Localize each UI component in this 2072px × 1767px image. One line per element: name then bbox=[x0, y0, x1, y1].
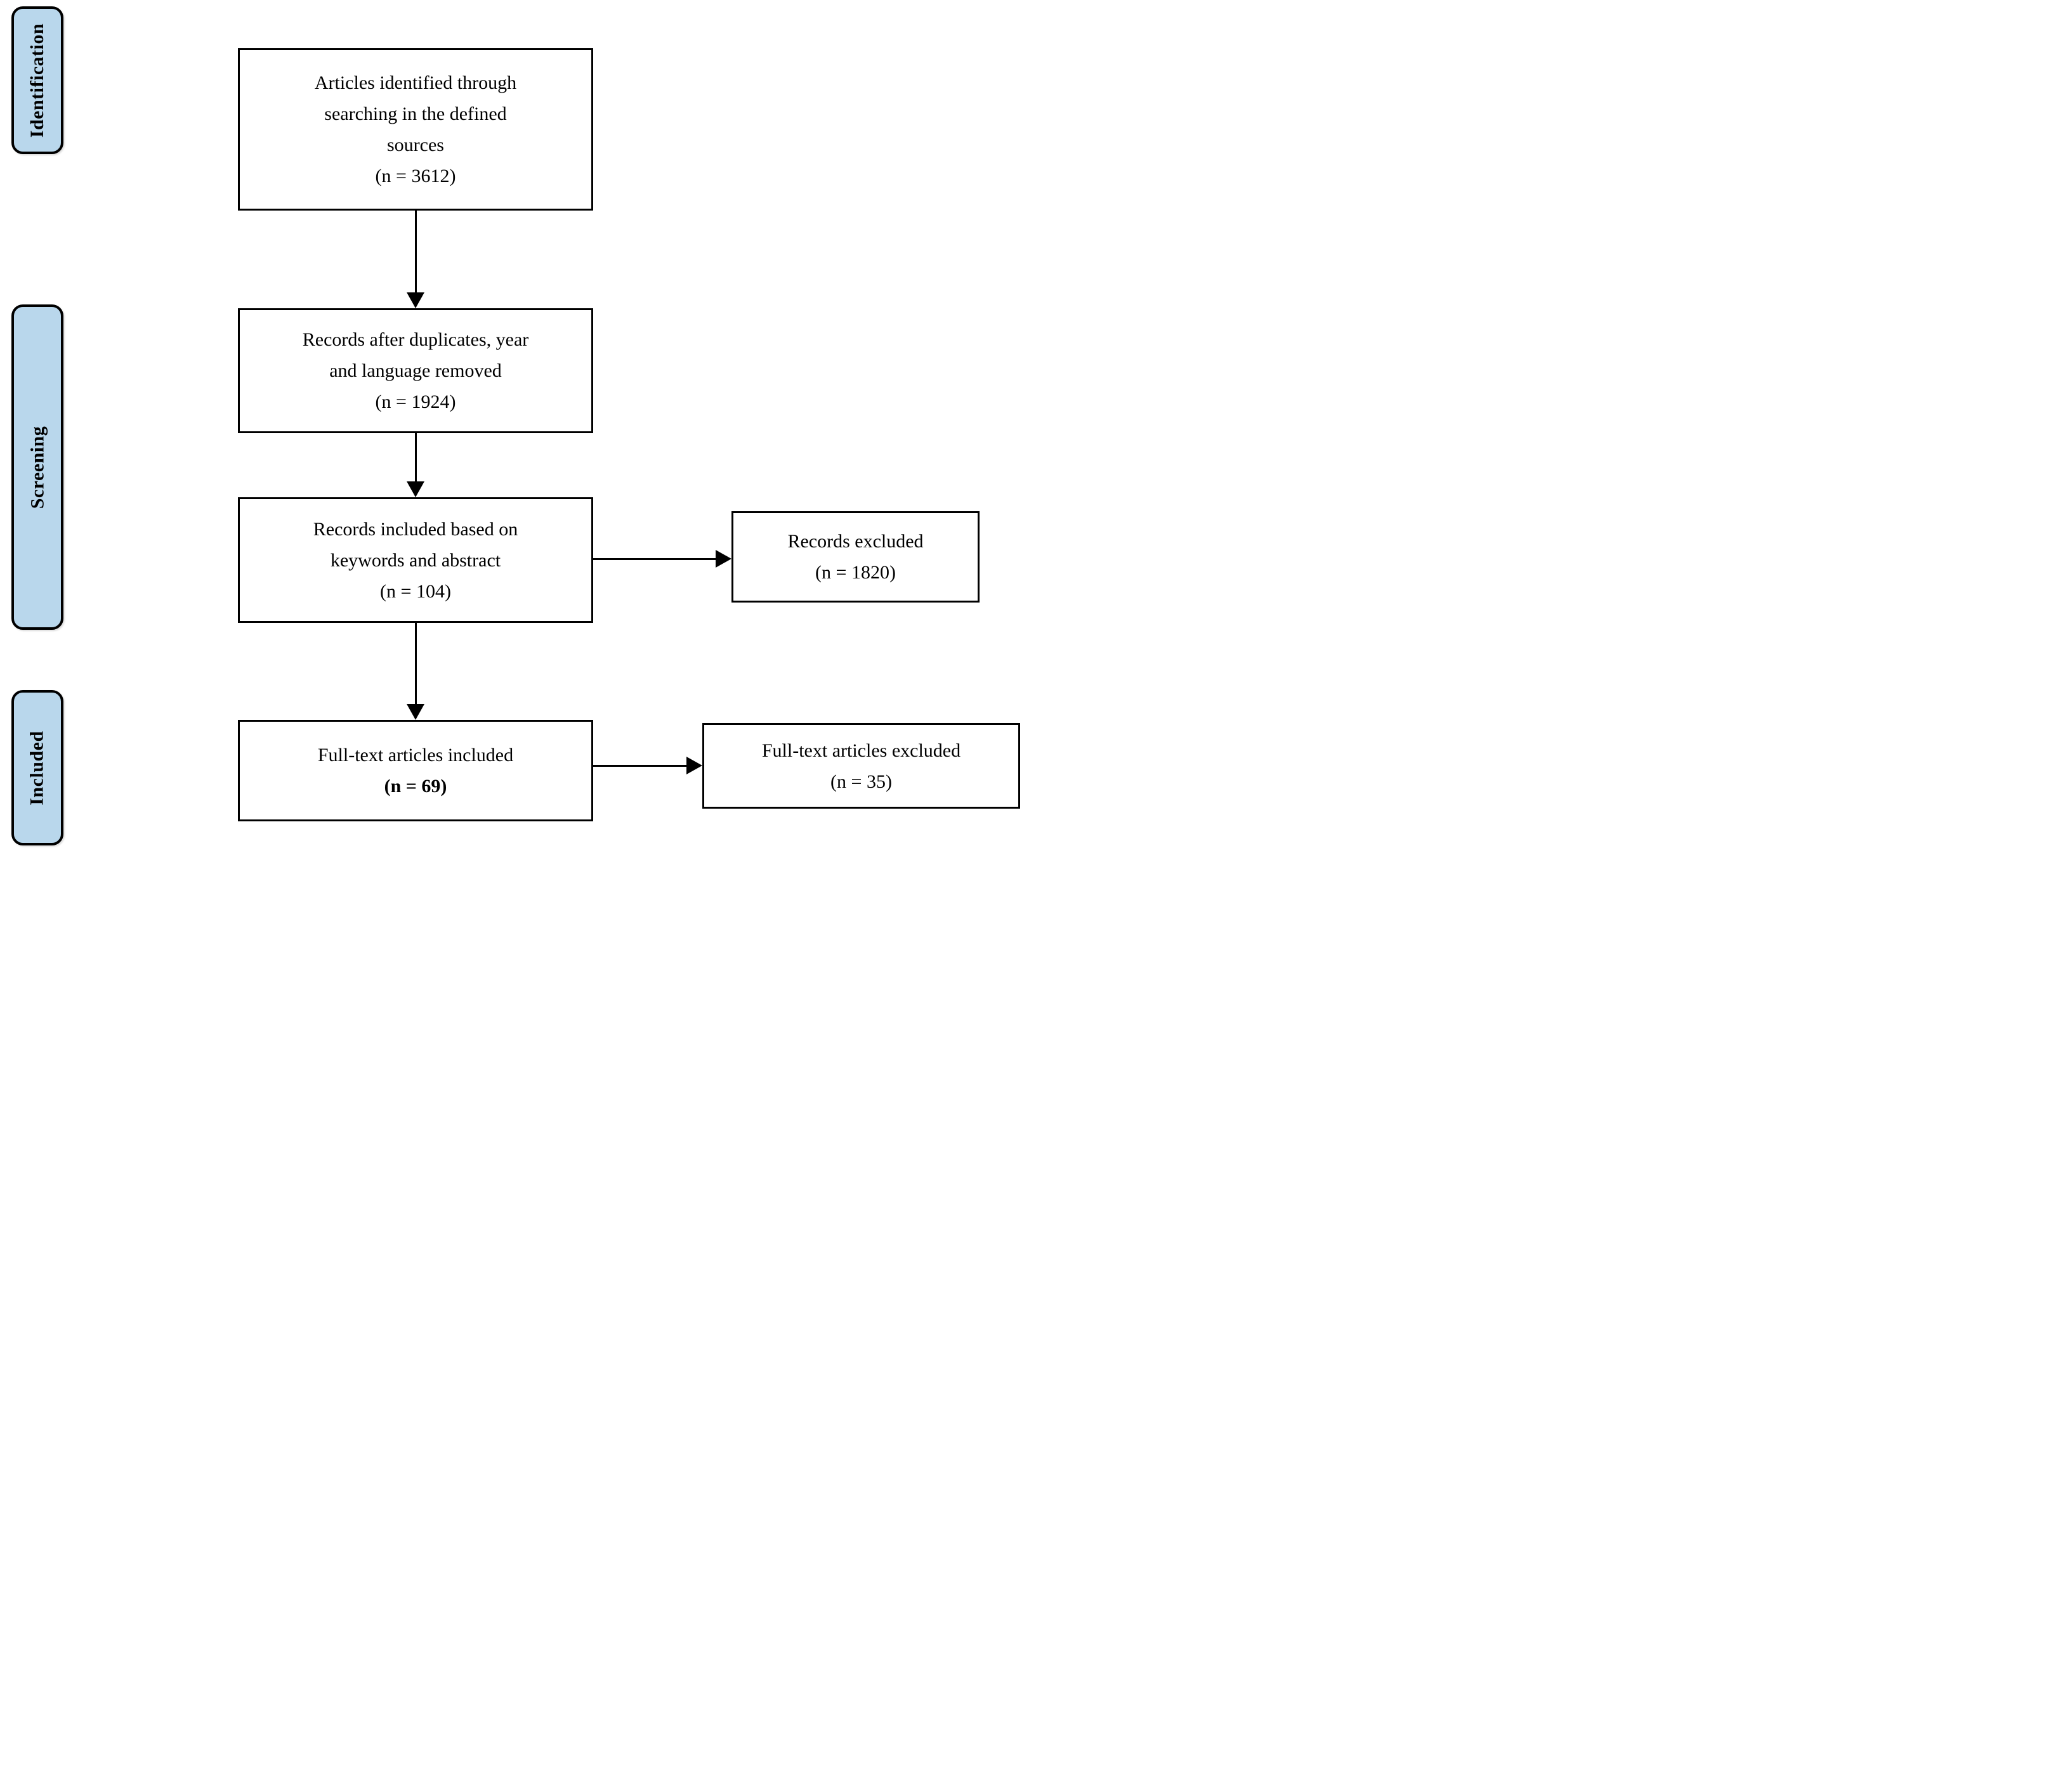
arrowhead-right-icon bbox=[686, 757, 702, 774]
flow-box-records-included-keywords-text: Records included based on keywords and a… bbox=[313, 518, 518, 571]
flow-box-records-after-duplicates-count: (n = 1924) bbox=[375, 391, 456, 412]
side-box-fulltext-excluded: Full-text articles excluded (n = 35) bbox=[702, 723, 1020, 809]
flow-box-records-after-duplicates: Records after duplicates, year and langu… bbox=[238, 308, 593, 433]
prisma-flow-diagram: Identification Screening Included Articl… bbox=[0, 0, 1036, 884]
arrowhead-right-icon bbox=[716, 550, 731, 568]
arrowhead-down-icon bbox=[407, 481, 424, 497]
arrow-line bbox=[415, 623, 417, 705]
side-box-fulltext-excluded-count: (n = 35) bbox=[830, 771, 892, 792]
side-box-fulltext-excluded-text: Full-text articles excluded bbox=[761, 740, 961, 761]
flow-box-records-included-keywords: Records included based on keywords and a… bbox=[238, 497, 593, 623]
flow-box-records-after-duplicates-text: Records after duplicates, year and langu… bbox=[302, 329, 529, 381]
side-box-records-excluded: Records excluded (n = 1820) bbox=[731, 511, 980, 603]
arrowhead-down-icon bbox=[407, 704, 424, 720]
flow-box-records-included-keywords-count: (n = 104) bbox=[380, 580, 451, 602]
flow-box-fulltext-included-count: (n = 69) bbox=[384, 776, 447, 797]
arrowhead-down-icon bbox=[407, 292, 424, 308]
arrow-line bbox=[415, 211, 417, 293]
arrow-line bbox=[415, 433, 417, 482]
stage-label-screening: Screening bbox=[27, 426, 48, 509]
side-box-records-excluded-text: Records excluded bbox=[787, 531, 924, 552]
flow-box-articles-identified-text: Articles identified through searching in… bbox=[314, 72, 517, 155]
side-box-records-excluded-count: (n = 1820) bbox=[815, 562, 896, 583]
stage-label-included: Included bbox=[27, 730, 48, 805]
arrow-line bbox=[593, 765, 687, 767]
flow-box-fulltext-included-text: Full-text articles included bbox=[317, 745, 514, 766]
flow-box-articles-identified-count: (n = 3612) bbox=[375, 166, 456, 186]
stage-label-identification: Identification bbox=[27, 23, 48, 138]
flow-box-fulltext-included: Full-text articles included (n = 69) bbox=[238, 720, 593, 821]
stage-tab-identification: Identification bbox=[11, 6, 63, 154]
flow-box-articles-identified: Articles identified through searching in… bbox=[238, 48, 593, 211]
stage-tab-screening: Screening bbox=[11, 304, 63, 630]
arrow-line bbox=[593, 558, 717, 560]
stage-tab-included: Included bbox=[11, 690, 63, 845]
